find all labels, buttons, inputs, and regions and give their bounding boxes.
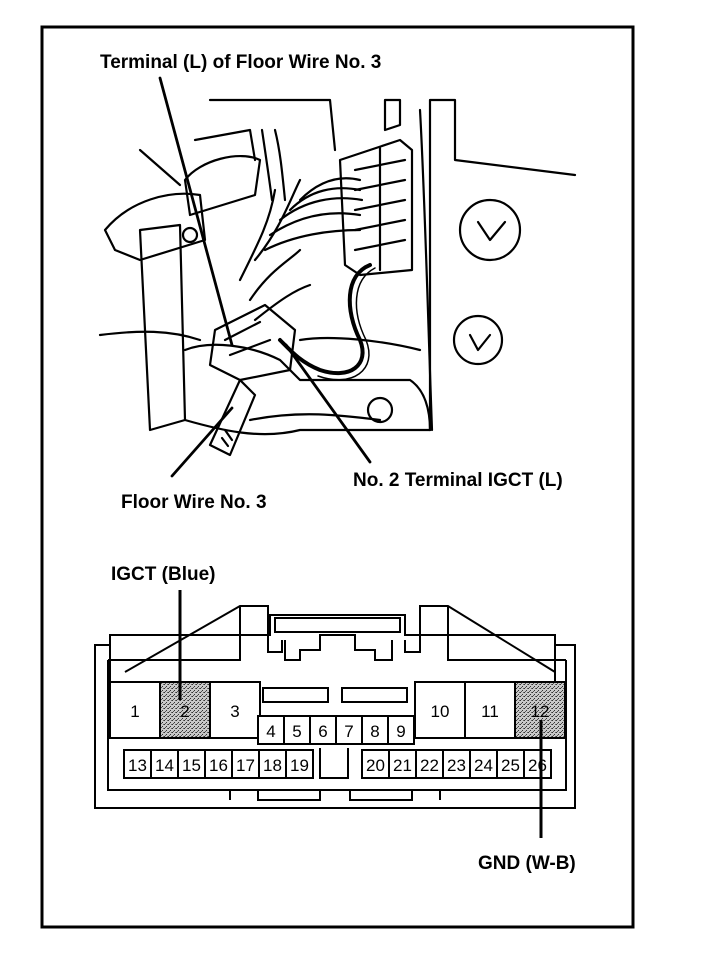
pin-1: 1	[130, 702, 139, 721]
pin-20: 20	[366, 756, 385, 775]
pin-6: 6	[318, 722, 327, 741]
pin-26: 26	[528, 756, 547, 775]
large-pin-row	[109, 681, 566, 739]
pin-10-cell	[414, 681, 466, 739]
pin-12: 12	[531, 702, 550, 721]
pin-24: 24	[474, 756, 493, 775]
pin-19: 19	[290, 756, 309, 775]
middle-pin-row	[257, 715, 415, 745]
pin-10: 10	[431, 702, 450, 721]
pin-13: 13	[128, 756, 147, 775]
pin-7: 7	[344, 722, 353, 741]
pin-2: 2	[180, 702, 189, 721]
pin-17: 17	[236, 756, 255, 775]
bottom-pin-row-right	[361, 749, 552, 779]
pin-15: 15	[182, 756, 201, 775]
floor-wire-label: Floor Wire No. 3	[121, 492, 267, 513]
bottom-pin-labels-left: 13 14 15 16 17 18 19	[128, 756, 309, 775]
gnd-label: GND (W-B)	[478, 853, 576, 874]
pin-5: 5	[292, 722, 301, 741]
pin-11: 11	[481, 702, 499, 721]
pin-11-cell	[464, 681, 516, 739]
igct-blue-label: IGCT (Blue)	[111, 564, 216, 585]
pin-25: 25	[501, 756, 520, 775]
bottom-pin-row-left	[123, 749, 314, 779]
pin-9: 9	[396, 722, 405, 741]
middle-pin-labels: 4 5 6 7 8 9	[266, 722, 405, 741]
figure-border	[40, 25, 635, 929]
pin-22: 22	[420, 756, 439, 775]
bottom-pin-labels-right: 20 21 22 23 24 25 26	[366, 756, 547, 775]
pin-16: 16	[209, 756, 228, 775]
pin-3-cell	[209, 681, 261, 739]
pin-18: 18	[263, 756, 282, 775]
pin-23: 23	[447, 756, 466, 775]
terminal-floor-wire-label: Terminal (L) of Floor Wire No. 3	[100, 52, 381, 73]
pin-3: 3	[230, 702, 239, 721]
pin-8: 8	[370, 722, 379, 741]
pin-21: 21	[393, 756, 412, 775]
engine-bay-illustration	[98, 76, 577, 478]
pin-4: 4	[266, 722, 275, 741]
large-pin-labels: 1 2 3 10 11 12	[130, 702, 549, 721]
pin-14: 14	[155, 756, 174, 775]
no2-terminal-igct-label: No. 2 Terminal IGCT (L)	[353, 470, 563, 491]
